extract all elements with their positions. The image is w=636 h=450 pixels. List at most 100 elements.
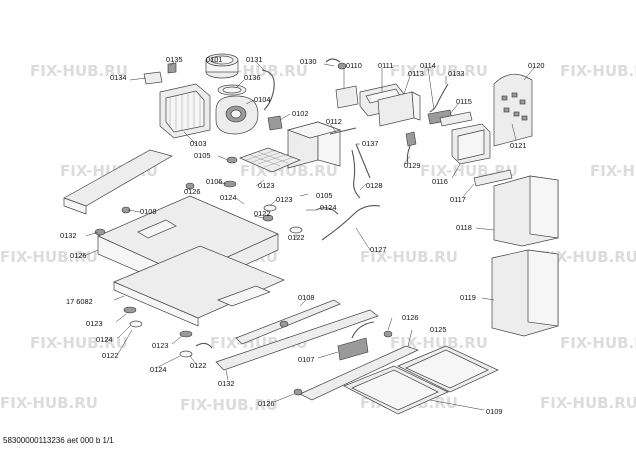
- watermark-text: FIX-HUB.RU: [180, 396, 278, 414]
- cable-0127: [321, 205, 381, 241]
- watermark-text: FIX-HUB.RU: [540, 248, 636, 266]
- ring-0136: [217, 84, 247, 96]
- trim-0108: [235, 299, 341, 345]
- part-number-label: 0119: [460, 293, 476, 302]
- part-number-label: 0101: [206, 55, 222, 64]
- frame-0132-lower: [215, 309, 379, 371]
- part-number-label: 0107: [298, 355, 314, 364]
- part-number-label: 0122: [254, 209, 270, 218]
- part-number-label: 17 6082: [66, 297, 93, 306]
- plug-0129: [405, 131, 417, 147]
- part-number-label: 0111: [378, 61, 393, 70]
- watermark-text: FIX-HUB.RU: [560, 62, 636, 80]
- rod-0112: [329, 127, 357, 135]
- rod-0137: [355, 143, 371, 179]
- part-number-label: 0121: [510, 141, 526, 150]
- frame-0132-upper: [63, 149, 173, 215]
- part-number-label: 0116: [432, 177, 448, 186]
- part-number-label: 0133: [448, 69, 464, 78]
- part-number-label: 0136: [244, 73, 260, 82]
- part-number-label: 0126: [258, 399, 274, 408]
- chimney-lower-0119: [491, 249, 559, 337]
- part-number-label: 0124: [150, 365, 166, 374]
- part-number-label: 0112: [326, 117, 342, 126]
- part-number-label: 0103: [190, 139, 206, 148]
- lamp-0105-upper: [226, 156, 238, 164]
- part-number-label: 0126: [70, 251, 86, 260]
- part-number-label: 0124: [96, 335, 112, 344]
- wire-0107: [351, 321, 375, 339]
- part-number-label: 0122: [190, 361, 206, 370]
- part-number-label: 0123: [258, 181, 274, 190]
- part-number-label: 0123: [276, 195, 292, 204]
- watermark-text: FIX-HUB.RU: [540, 394, 636, 412]
- blower-0104: [215, 95, 259, 135]
- part-number-label: 0114: [420, 61, 436, 70]
- part-number-label: 0106: [206, 177, 222, 186]
- bracket-0134: [143, 71, 163, 85]
- part-number-label: 0115: [456, 97, 472, 106]
- part-number-label: 0134: [110, 73, 126, 82]
- connector-0102: [267, 115, 283, 131]
- part-number-label: 0110: [346, 61, 362, 70]
- watermark-text: FIX-HUB.RU: [590, 162, 636, 180]
- filters-0109: [343, 345, 499, 415]
- part-number-label: 0137: [362, 139, 378, 148]
- part-number-label: 0113: [408, 69, 424, 78]
- leader-lines: [83, 61, 535, 411]
- parts-drawing: [63, 53, 559, 415]
- part-number-label: 0105: [194, 151, 210, 160]
- small-parts: [94, 180, 393, 396]
- footer-code: 58300000113236 aet 000 b 1/1: [3, 436, 114, 445]
- wire-0131: [261, 69, 275, 111]
- wire-0124-lower: [195, 342, 213, 349]
- part-number-label: 0124: [220, 193, 236, 202]
- part-number-label: 0122: [102, 351, 118, 360]
- part-number-label: 0131: [246, 55, 262, 64]
- watermark-text: FIX-HUB.RU: [390, 334, 488, 352]
- part-number-label: 0132: [60, 231, 76, 240]
- part-number-label: 0126: [184, 187, 200, 196]
- part-number-label: 0129: [404, 161, 420, 170]
- wire-0130: [325, 58, 341, 63]
- part-number-label: 0132: [218, 379, 234, 388]
- part-number-label: 0109: [486, 407, 502, 416]
- part-number-label: 0124: [320, 203, 336, 212]
- chimney-upper-0118: [493, 175, 559, 247]
- transformer-0113: [377, 91, 421, 127]
- switch-0130: [337, 62, 347, 70]
- part-number-label: 0130: [300, 57, 316, 66]
- part-number-label: 0117: [450, 195, 466, 204]
- switch-module-0107: [337, 337, 369, 361]
- filter-frame-0103: [159, 83, 211, 139]
- grease-filter-0106: [239, 147, 301, 173]
- cable-0128: [351, 149, 361, 199]
- watermark-text: FIX-HUB.RU: [30, 62, 128, 80]
- part-number-label: 0123: [86, 319, 102, 328]
- housing-0116: [451, 123, 491, 165]
- part-number-label: 0102: [292, 109, 308, 118]
- part-number-label: 0126: [402, 313, 418, 322]
- wire-0133: [429, 83, 449, 113]
- part-number-label: 0120: [528, 61, 544, 70]
- part-number-label: 0135: [166, 55, 182, 64]
- watermark-text: FIX-HUB.RU: [0, 248, 98, 266]
- profile-0125: [299, 345, 419, 401]
- part-number-label: 0105: [316, 191, 332, 200]
- part-number-label: 0125: [430, 325, 446, 334]
- watermark-text: FIX-HUB.RU: [30, 334, 128, 352]
- part-number-label: 0104: [254, 95, 270, 104]
- wire-0129: [406, 145, 411, 165]
- watermark-text: FIX-HUB.RU: [390, 62, 488, 80]
- watermark-text: FIX-HUB.RU: [360, 248, 458, 266]
- pcb-0110: [335, 85, 359, 109]
- part-number-label: 0127: [370, 245, 386, 254]
- part-number-label: 0108: [140, 207, 156, 216]
- part-number-label: 0123: [152, 341, 168, 350]
- watermark-text: FIX-HUB.RU: [560, 334, 636, 352]
- part-number-label: 0118: [456, 223, 472, 232]
- lower-canopy: [113, 245, 285, 327]
- wire-0124: [315, 207, 339, 215]
- part-labels: 0135 0101 0131 0130 0110 0111 0114 0120 0134 0136…: [60, 55, 544, 416]
